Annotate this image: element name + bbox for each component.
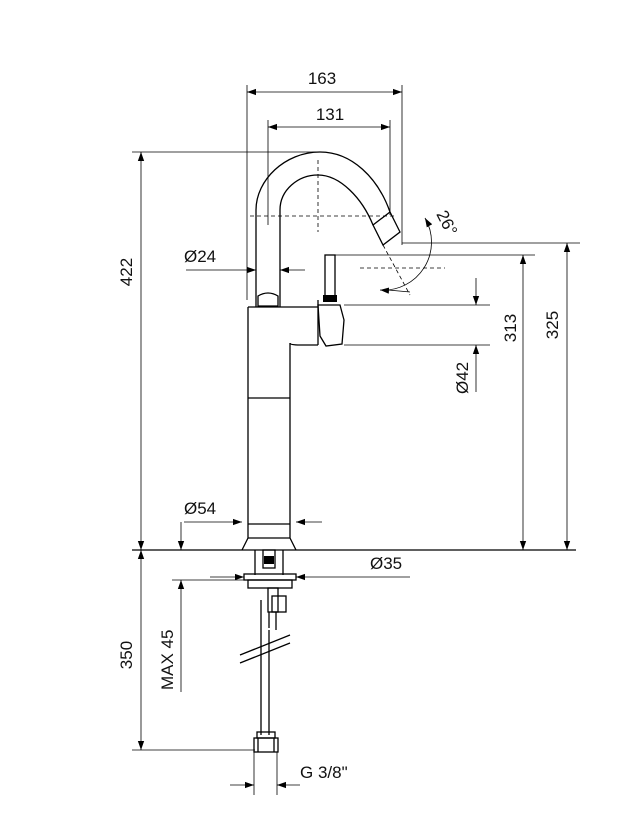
label-spout-angle: 26° — [432, 207, 461, 239]
label-width-spout: 131 — [316, 105, 344, 124]
label-base-diameter: Ø54 — [184, 499, 216, 518]
dim-lever-diameter — [344, 278, 490, 392]
dim-height-325 — [402, 242, 580, 550]
label-height-total: 422 — [117, 258, 136, 286]
label-height-313: 313 — [501, 314, 520, 342]
dim-width-spout — [267, 120, 391, 225]
dim-spout-angle — [379, 217, 433, 294]
label-lever-diameter: Ø42 — [453, 362, 472, 394]
label-hole-diameter: Ø35 — [370, 554, 402, 573]
label-max-thickness: MAX 45 — [158, 630, 177, 690]
label-spout-diameter: Ø24 — [184, 247, 216, 266]
dim-height-313 — [335, 254, 535, 550]
flexible-hose — [239, 600, 291, 753]
label-height-325: 325 — [543, 311, 562, 339]
dim-height-total — [132, 151, 320, 550]
faucet-body — [241, 306, 318, 551]
dim-hose-length — [132, 550, 255, 751]
lever-handle — [317, 254, 345, 347]
label-hose-length: 350 — [117, 641, 136, 669]
mounting-hardware — [243, 549, 297, 630]
dim-max-thickness — [172, 522, 248, 692]
dim-thread — [230, 752, 300, 795]
label-thread: G 3/8" — [300, 763, 348, 782]
spout — [255, 151, 401, 307]
label-width-overall: 163 — [308, 69, 336, 88]
